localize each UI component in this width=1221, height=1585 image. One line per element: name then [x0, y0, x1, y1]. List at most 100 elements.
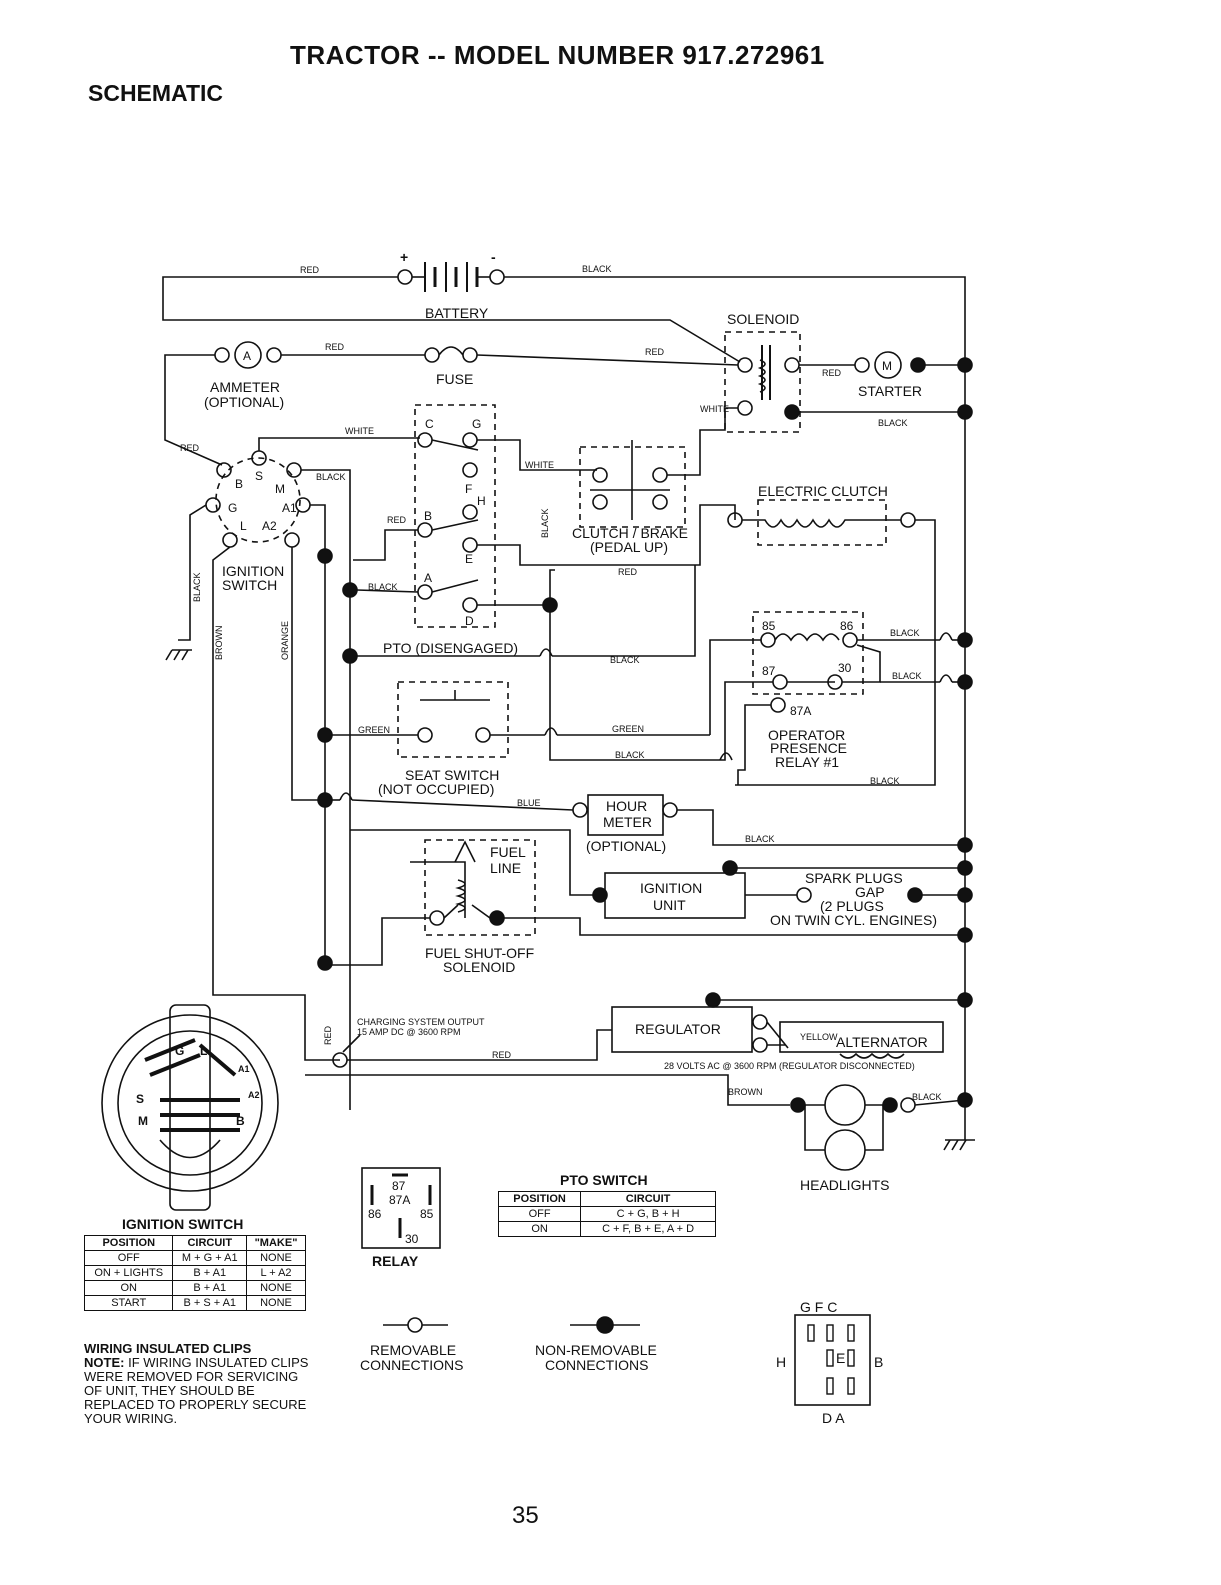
- wire-label-black-4: BLACK: [368, 582, 398, 592]
- solenoid-term-2: [784, 357, 800, 373]
- ign-term-m: M: [275, 482, 285, 496]
- page-number: 35: [512, 1502, 539, 1529]
- wire-label-black-5: BLACK: [540, 508, 550, 538]
- table-row: OFF C + G, B + H: [497, 1206, 716, 1222]
- ammeter-label: AMMETER: [210, 379, 280, 395]
- table-row: OFF M + G + A1 NONE: [83, 1250, 306, 1266]
- wire-label-black-starter: BLACK: [878, 418, 908, 428]
- ignition-switch-label-1: IGNITION: [222, 563, 284, 579]
- wire-label-black-3: BLACK: [192, 572, 202, 602]
- pto-term-h: H: [477, 494, 486, 508]
- dial-m: M: [138, 1114, 148, 1128]
- alternator-box: [779, 1021, 944, 1053]
- wire-label-red-1: RED: [300, 265, 320, 275]
- charging-label-1: CHARGING SYSTEM OUTPUT: [357, 1017, 485, 1027]
- fuel-sol-label-2: SOLENOID: [443, 959, 515, 975]
- pto-label: PTO (DISENGAGED): [383, 640, 518, 656]
- wire-label-black-8: BLACK: [890, 628, 920, 638]
- wire-label-white-2: WHITE: [525, 460, 554, 470]
- pto-pin-h: H: [776, 1354, 786, 1370]
- solenoid-box: [724, 331, 801, 433]
- headlight-2: [824, 1129, 866, 1171]
- legend-nonremovable-1: NON-REMOVABLE: [535, 1342, 657, 1358]
- relay-label-2: PRESENCE: [770, 740, 847, 756]
- starter-m: M: [882, 359, 892, 373]
- note-prefix: NOTE:: [84, 1355, 125, 1370]
- relay-label-1: OPERATOR: [768, 727, 845, 743]
- wire-label-red-7: RED: [492, 1050, 512, 1060]
- ignition-switch-body: [215, 457, 301, 543]
- wire-label-red-starter: RED: [822, 368, 842, 378]
- wire-label-red-4: RED: [180, 443, 200, 453]
- col-circuit: CIRCUIT: [580, 1191, 716, 1207]
- seat-switch-label-2: (NOT OCCUPIED): [378, 781, 494, 797]
- ign-term-s: S: [255, 469, 263, 483]
- ign-term-l: L: [240, 519, 247, 533]
- ignition-unit-label-1: IGNITION: [640, 880, 702, 896]
- ign-term-g: G: [228, 501, 237, 515]
- wire-label-black-6: BLACK: [610, 655, 640, 665]
- headlight-1: [824, 1084, 866, 1126]
- pto-term-f: F: [465, 482, 472, 496]
- fuel-line-label-1: FUEL: [490, 844, 526, 860]
- legend-removable-symbol: [407, 1317, 423, 1333]
- wire-label-green-2: GREEN: [612, 724, 644, 734]
- page-subtitle: SCHEMATIC: [88, 80, 224, 106]
- legend-removable-1: REMOVABLE: [370, 1342, 456, 1358]
- relay-box: [752, 611, 864, 695]
- ignition-switch-table: POSITION CIRCUIT "MAKE" OFF M + G + A1 N…: [83, 1235, 306, 1311]
- note-text: IF WIRING INSULATED CLIPS WERE REMOVED F…: [84, 1355, 309, 1426]
- relay-label-3: RELAY #1: [775, 754, 839, 770]
- solenoid-nonremovable: [784, 404, 800, 420]
- wire-label-red-5: RED: [387, 515, 407, 525]
- col-circuit: CIRCUIT: [172, 1235, 248, 1251]
- wire-label-red-2: RED: [325, 342, 345, 352]
- table-row: ON + LIGHTS B + A1 L + A2: [83, 1265, 306, 1281]
- fuel-line-label-2: LINE: [490, 860, 521, 876]
- regulator-label: REGULATOR: [635, 1021, 721, 1037]
- starter-motor: [874, 351, 902, 379]
- clutch-brake-box: [579, 446, 686, 528]
- ignition-table-title: IGNITION SWITCH: [122, 1216, 244, 1232]
- wiring-note: WIRING INSULATED CLIPS NOTE: IF WIRING I…: [84, 1342, 314, 1426]
- ign-term-a2: A2: [262, 519, 277, 533]
- relay-pin-30: 30: [405, 1232, 419, 1246]
- wire-label-black-9: BLACK: [892, 671, 922, 681]
- note-heading: WIRING INSULATED CLIPS: [84, 1341, 252, 1356]
- relay-pin-87a: 87A: [389, 1193, 410, 1207]
- relay-term-30: 30: [838, 661, 852, 675]
- wire-label-white-1: WHITE: [345, 426, 374, 436]
- pto-switch-pinout: [794, 1314, 871, 1406]
- legend-nonremovable-symbol: [596, 1316, 614, 1334]
- wire-label-black-12: BLACK: [912, 1092, 942, 1102]
- relay-term-85: 85: [762, 619, 776, 633]
- seat-switch-box: [397, 681, 509, 758]
- solenoid-term-1: [737, 357, 753, 373]
- solenoid-label: SOLENOID: [727, 311, 799, 327]
- relay-pin-86: 86: [368, 1207, 382, 1221]
- pto-switch-box: [414, 404, 496, 628]
- pto-switch-table: POSITION CIRCUIT OFF C + G, B + H ON C +…: [497, 1191, 716, 1237]
- clutch-brake-label-1: CLUTCH / BRAKE: [572, 525, 688, 541]
- table-row: START B + S + A1 NONE: [83, 1295, 306, 1311]
- ign-term-a1: A1: [282, 501, 297, 515]
- dial-a2: A2: [248, 1090, 260, 1100]
- legend-nonremovable-2: CONNECTIONS: [545, 1357, 648, 1373]
- seat-switch-label-1: SEAT SWITCH: [405, 767, 499, 783]
- relay-term-87: 87: [762, 664, 776, 678]
- electric-clutch-box: [757, 499, 887, 546]
- pto-term-e: E: [465, 552, 473, 566]
- hour-meter-box: [587, 794, 664, 836]
- wire-label-brown-1: BROWN: [214, 626, 224, 661]
- fuel-solenoid-box: [424, 839, 536, 936]
- dial-g: G: [175, 1044, 184, 1058]
- hour-meter-optional: (OPTIONAL): [586, 838, 666, 854]
- charging-label-2: 15 AMP DC @ 3600 RPM: [357, 1027, 461, 1037]
- clutch-brake-label-2: (PEDAL UP): [590, 539, 668, 555]
- wire-label-black-10: BLACK: [615, 750, 645, 760]
- wire-label-brown-2: BROWN: [728, 1087, 763, 1097]
- col-make: "MAKE": [246, 1235, 306, 1251]
- battery-label: BATTERY: [425, 305, 489, 321]
- electric-clutch-label: ELECTRIC CLUTCH: [758, 483, 888, 499]
